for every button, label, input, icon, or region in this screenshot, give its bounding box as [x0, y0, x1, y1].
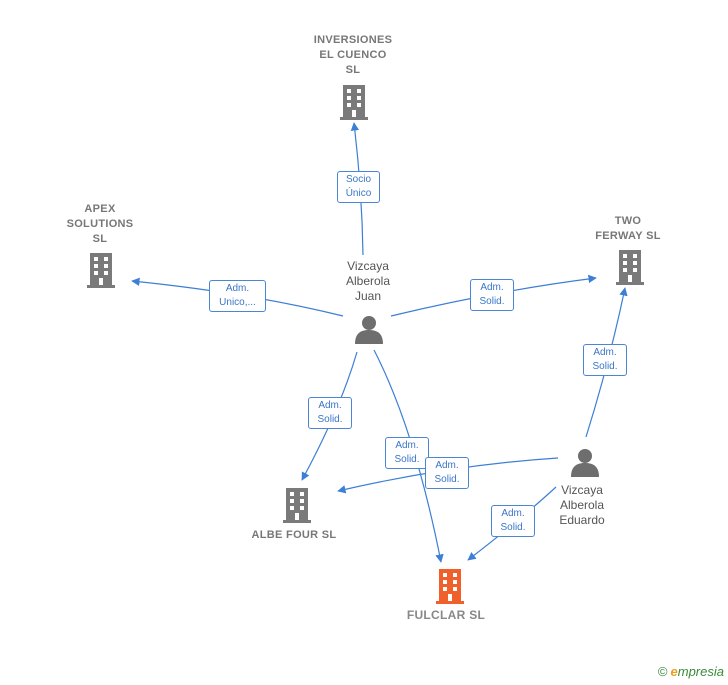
- relation-line: Adm.: [435, 460, 459, 471]
- brand-footer[interactable]: ©empresia: [658, 664, 724, 679]
- company-label-apex[interactable]: APEX SOLUTIONS SL: [50, 202, 150, 247]
- company-label-albefour[interactable]: ALBE FOUR SL: [234, 528, 354, 543]
- building-icon[interactable]: [614, 249, 646, 285]
- company-line: SL: [345, 64, 361, 76]
- company-line: SOLUTIONS: [66, 218, 134, 230]
- person-icon[interactable]: [354, 314, 384, 344]
- person-line: Vizcaya: [561, 483, 603, 497]
- relation-label-juan-apex[interactable]: Adm. Unico,...: [209, 280, 266, 312]
- company-line: ALBE FOUR SL: [251, 529, 337, 541]
- person-line: Alberola: [559, 498, 605, 512]
- relation-line: Único: [345, 188, 372, 199]
- relation-label-eduardo-twoferway[interactable]: Adm. Solid.: [583, 344, 627, 376]
- relation-label-juan-albefour[interactable]: Adm. Solid.: [308, 397, 352, 429]
- relation-label-eduardo-fulclar[interactable]: Adm. Solid.: [491, 505, 535, 537]
- relation-line: Solid.: [394, 454, 420, 465]
- person-label-eduardo[interactable]: Vizcaya Alberola Eduardo: [532, 483, 632, 528]
- relation-line: Adm.: [501, 508, 525, 519]
- copyright-symbol: ©: [657, 664, 668, 679]
- building-icon[interactable]: [281, 487, 313, 523]
- relation-line: Adm.: [395, 440, 419, 451]
- person-icon[interactable]: [570, 447, 600, 477]
- relation-line: Unico,...: [219, 297, 256, 308]
- relation-label-eduardo-albefour[interactable]: Adm. Solid.: [425, 457, 469, 489]
- relation-line: Solid.: [500, 522, 526, 533]
- company-line: FERWAY SL: [595, 230, 661, 242]
- company-label-inversiones[interactable]: INVERSIONES EL CUENCO SL: [300, 33, 406, 78]
- relation-label-juan-inversiones[interactable]: Socio Único: [337, 171, 380, 203]
- relation-line: Socio: [345, 174, 371, 185]
- relation-line: Solid.: [434, 474, 460, 485]
- brand-name: mpresia: [677, 664, 724, 679]
- person-label-juan[interactable]: Vizcaya Alberola Juan: [318, 259, 418, 304]
- relation-line: Solid.: [317, 414, 343, 425]
- company-line: APEX: [84, 203, 116, 215]
- person-line: Vizcaya: [347, 259, 389, 273]
- building-icon[interactable]: [338, 84, 370, 120]
- person-line: Eduardo: [559, 513, 605, 527]
- relation-line: Solid.: [592, 361, 618, 372]
- building-icon-focus[interactable]: [434, 568, 466, 604]
- relation-line: Adm.: [480, 282, 504, 293]
- relation-label-juan-fulclar[interactable]: Adm. Solid.: [385, 437, 429, 469]
- company-label-fulclar[interactable]: FULCLAR SL: [386, 608, 506, 623]
- relation-label-juan-twoferway[interactable]: Adm. Solid.: [470, 279, 514, 311]
- relation-line: Solid.: [479, 296, 505, 307]
- person-line: Juan: [354, 289, 382, 303]
- company-line: INVERSIONES: [313, 34, 393, 46]
- company-line: TWO: [614, 215, 642, 227]
- building-icon[interactable]: [85, 252, 117, 288]
- company-label-twoferway[interactable]: TWO FERWAY SL: [578, 214, 678, 244]
- company-line: SL: [92, 233, 108, 245]
- company-line: FULCLAR SL: [406, 608, 486, 622]
- relation-line: Adm.: [225, 283, 250, 294]
- person-line: Alberola: [345, 274, 391, 288]
- relation-line: Adm.: [593, 347, 617, 358]
- relation-line: Adm.: [318, 400, 342, 411]
- brand-initial: e: [670, 664, 678, 679]
- company-line: EL CUENCO: [319, 49, 387, 61]
